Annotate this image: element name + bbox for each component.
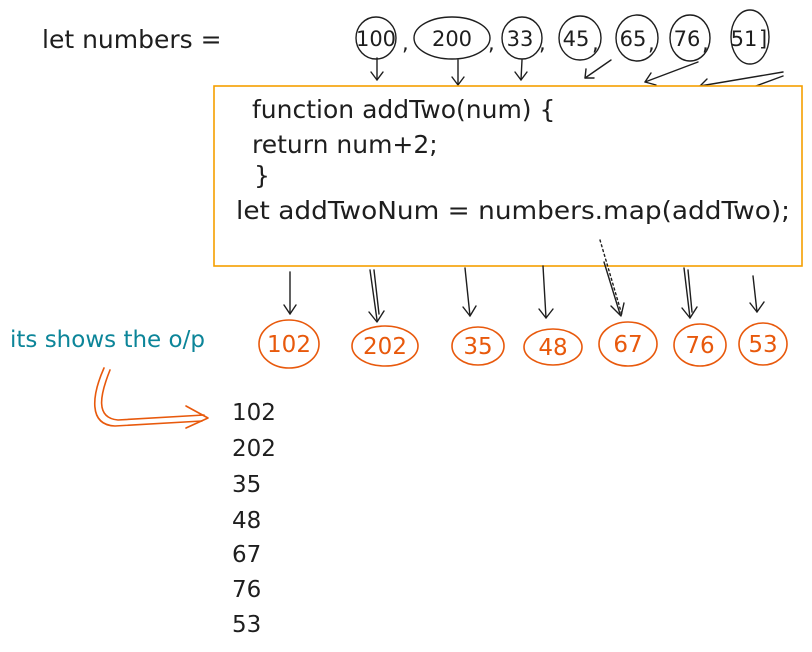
output-circle (451, 326, 505, 366)
input-array: 100 , 200 , 33 , 45 , 65 , 76 , (355, 9, 770, 65)
output-value: 48 (538, 335, 567, 361)
output-item: 53 (738, 322, 788, 366)
input-circle (355, 16, 397, 60)
output-value: 53 (748, 332, 777, 358)
output-arrow (283, 271, 297, 315)
output-circle (523, 328, 583, 366)
output-list: 102 202 35 48 67 76 53 (232, 400, 276, 638)
input-arrows (370, 57, 784, 92)
output-note: its shows the o/p (10, 327, 205, 353)
input-item: 76 (669, 14, 711, 62)
output-value: 76 (685, 333, 714, 359)
output-item: 35 (451, 326, 505, 366)
input-item: 65 (615, 14, 659, 62)
input-circle (615, 14, 659, 62)
output-circle (258, 319, 320, 369)
output-list-item: 48 (232, 508, 261, 534)
output-arrow (681, 267, 698, 319)
input-value: 45 (563, 27, 590, 51)
input-separator: , (702, 31, 709, 55)
output-arrow (599, 239, 625, 317)
output-item: 67 (598, 321, 658, 367)
numbers-declaration-label: let numbers = (42, 25, 222, 54)
input-separator: , (592, 31, 599, 55)
code-line: return num+2; (252, 130, 438, 159)
input-value: 100 (356, 27, 396, 51)
output-arrow (749, 275, 765, 313)
input-separator: , (402, 31, 409, 55)
output-arrow (368, 269, 385, 323)
output-value: 35 (463, 334, 492, 360)
output-list-item: 76 (232, 577, 261, 603)
output-list-item: 102 (232, 400, 276, 426)
output-arrows (283, 239, 765, 323)
output-list-item: 67 (232, 542, 261, 568)
input-item: 51 (730, 9, 770, 65)
input-circle (558, 15, 602, 61)
input-arrow (370, 57, 384, 81)
input-value: 33 (507, 27, 534, 51)
note-arrow (94, 367, 209, 429)
output-list-item: 202 (232, 436, 276, 462)
output-circle (351, 325, 419, 367)
output-circle (738, 322, 788, 366)
code-line: let addTwoNum = numbers.map(addTwo); (236, 196, 790, 225)
input-circle (730, 9, 770, 65)
input-value: 200 (432, 27, 472, 51)
input-value: 51 (731, 27, 758, 51)
output-array: 102 202 35 48 67 76 53 (258, 319, 788, 369)
input-circle (501, 16, 543, 60)
output-item: 102 (258, 319, 320, 369)
input-circle (669, 14, 711, 62)
code-box: function addTwo(num) { return num+2; } l… (213, 85, 803, 267)
input-arrow (451, 59, 465, 86)
input-closing-bracket: ] (759, 27, 767, 51)
output-value: 102 (267, 332, 311, 358)
output-item: 48 (523, 328, 583, 366)
output-arrow (538, 265, 554, 319)
output-arrow (462, 267, 477, 317)
code-box-border (213, 85, 803, 267)
input-item: 33 (501, 16, 543, 60)
input-arrow (584, 59, 612, 79)
output-item: 76 (673, 323, 727, 367)
code-line: } (254, 161, 270, 190)
output-value: 202 (363, 334, 407, 360)
input-value: 65 (620, 27, 647, 51)
input-item: 45 (558, 15, 602, 61)
output-circle (673, 323, 727, 367)
input-circle (413, 16, 491, 60)
input-item: 200 (413, 16, 491, 60)
output-list-item: 35 (232, 472, 261, 498)
input-item: 100 (355, 16, 397, 60)
input-separator: , (539, 31, 546, 55)
input-separator: , (488, 31, 495, 55)
output-value: 67 (613, 332, 642, 358)
output-item: 202 (351, 325, 419, 367)
input-arrow (514, 59, 528, 81)
input-value: 76 (674, 27, 701, 51)
input-arrow (644, 61, 699, 86)
input-separator: , (648, 31, 655, 55)
output-circle (598, 321, 658, 367)
output-list-item: 53 (232, 612, 261, 638)
code-line: function addTwo(num) { (252, 95, 555, 124)
